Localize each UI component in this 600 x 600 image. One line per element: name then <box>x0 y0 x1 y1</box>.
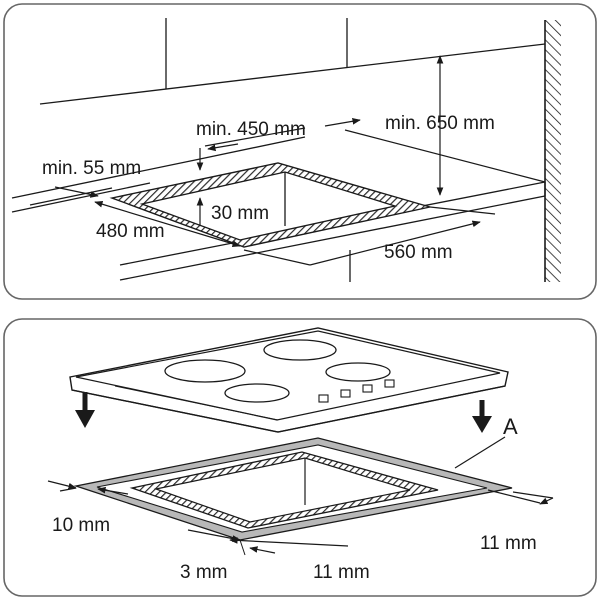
dimension-lines-bottom <box>47 480 554 556</box>
bottom-panel: A 10 mm 11 mm 3 mm 11 mm <box>3 318 597 597</box>
down-arrow-left-icon <box>75 392 95 428</box>
top-panel: min. 450 mm min. 650 mm min. 55 mm 30 mm… <box>3 3 597 300</box>
label-min-55: min. 55 mm <box>42 158 141 179</box>
burner-back-left <box>164 359 246 383</box>
burner-front-left <box>224 383 290 403</box>
label-11mm-bottom: 11 mm <box>313 562 370 583</box>
seal-frame <box>73 437 513 541</box>
control-knobs <box>318 379 395 403</box>
label-560mm: 560 mm <box>384 242 453 263</box>
burner-back-right <box>263 339 337 361</box>
wall-hatching <box>545 20 561 282</box>
label-min-650: min. 650 mm <box>385 113 495 134</box>
label-480mm: 480 mm <box>96 221 165 242</box>
upper-cabinet <box>39 18 546 105</box>
burner-front-right <box>325 362 391 382</box>
label-10mm: 10 mm <box>52 515 110 536</box>
down-arrow-right-icon <box>472 400 492 433</box>
label-30mm: 30 mm <box>211 203 269 224</box>
hob <box>69 327 509 433</box>
dimension-lines-top <box>29 55 496 266</box>
label-min-450: min. 450 mm <box>196 119 306 140</box>
label-3mm: 3 mm <box>180 562 228 583</box>
callout-a: A <box>503 414 518 439</box>
label-11mm-right: 11 mm <box>480 533 537 554</box>
